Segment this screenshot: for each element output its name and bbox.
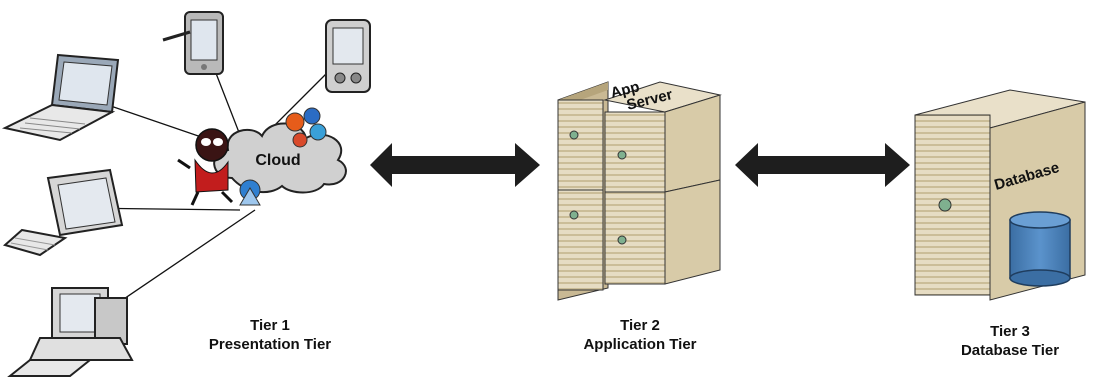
desktop-computer-icon [2,168,124,257]
browser-icons [239,107,327,206]
mascot-icon [177,128,234,206]
tier-1-name: Presentation Tier [208,336,332,353]
database-cylinder-icon [1009,211,1071,287]
tier-2-name: Application Tier [583,336,697,353]
app-server-icon: App Server [557,78,722,301]
tier-3-title: Tier 3 [990,323,1030,340]
app-server-label-line1: App [609,78,641,102]
tablet-icon [162,11,224,75]
workstation-icon [7,287,134,377]
tier-1-label: Tier 1 Presentation Tier [180,316,360,354]
tier-2-label: Tier 2 Application Tier [555,316,725,354]
tier-2-title: Tier 2 [620,317,660,334]
laptop-icon [1,53,120,142]
tier-3-name: Database Tier [960,342,1060,359]
arrow-application-to-database [735,143,910,187]
tier-1-title: Tier 1 [250,317,290,334]
cloud-icon: Cloud [213,122,347,194]
pda-icon [325,19,371,93]
tier-3-label: Tier 3 Database Tier [935,322,1085,360]
arrow-presentation-to-application [370,143,540,187]
cloud-label: Cloud [255,152,300,169]
